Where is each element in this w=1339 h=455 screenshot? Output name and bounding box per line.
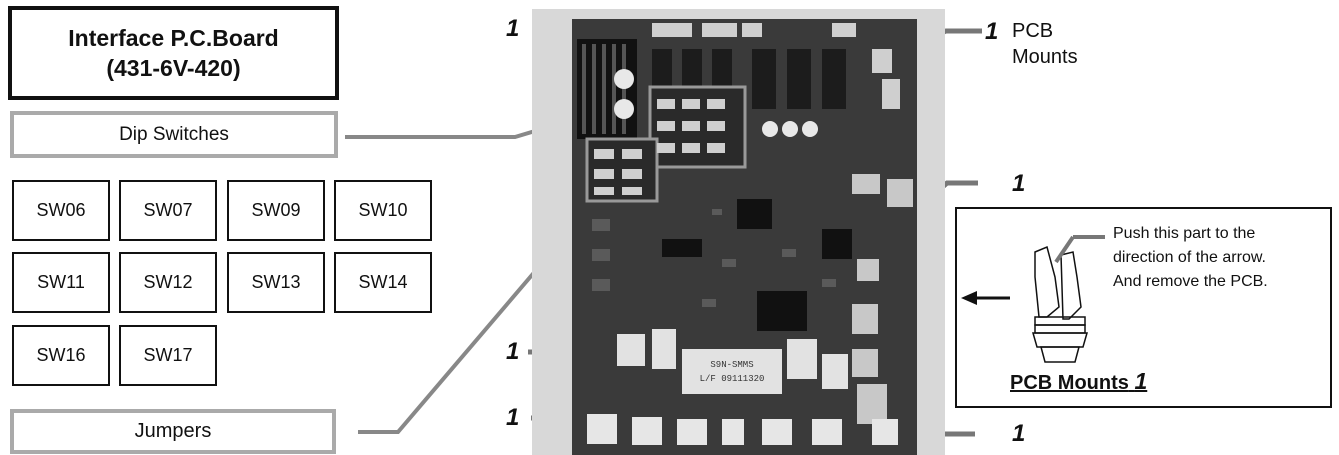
heat-sink	[577, 39, 637, 139]
pcb-mounts-label: PCB Mounts	[1012, 18, 1078, 70]
callout-number-left-middle: 1	[506, 338, 519, 366]
mount-instruction-line3: And remove the PCB.	[1113, 270, 1268, 294]
mount-clip	[1033, 247, 1087, 362]
pcb-mounts-caption-number: 1	[1134, 368, 1147, 394]
pcb-photo: S9N-SMMS L/F 09111320	[532, 9, 945, 455]
processor-chip	[757, 291, 807, 331]
microcontroller-chip	[737, 199, 772, 229]
mount-instruction: Push this part to the direction of the a…	[1113, 222, 1268, 294]
silkscreen-panel	[682, 349, 782, 394]
mount-instruction-line2: direction of the arrow.	[1113, 246, 1268, 270]
mount-instruction-line1: Push this part to the	[1113, 222, 1268, 246]
silkscreen-model: S9N-SMMS	[710, 360, 753, 370]
callout-number-mid-right: 1	[1012, 170, 1025, 198]
callout-number-top-right: 1	[985, 18, 998, 46]
pcb-mounts-label-line1: PCB	[1012, 18, 1078, 44]
push-arrow-head	[961, 291, 977, 305]
pcb-mounts-caption: PCB Mounts 1	[1010, 368, 1147, 395]
pcb-mounts-caption-text: PCB Mounts	[1010, 372, 1129, 394]
silkscreen-lot: L/F 09111320	[700, 374, 765, 384]
callout-number-bottom-left: 1	[506, 404, 519, 432]
callout-number-bottom-right: 1	[1012, 420, 1025, 448]
callout-number-top-left: 1	[506, 15, 519, 43]
pcb-mounts-label-line2: Mounts	[1012, 44, 1078, 70]
